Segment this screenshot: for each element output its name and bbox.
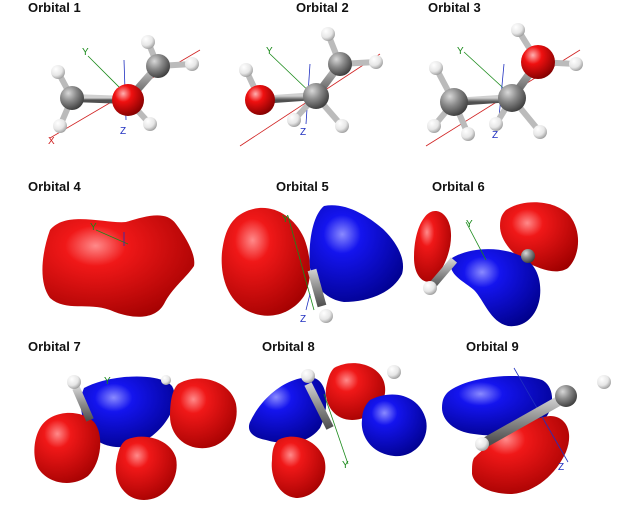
- panel-title-orbital-1: Orbital 1: [28, 0, 81, 15]
- carbon-atom: [328, 52, 352, 76]
- panel-title-orbital-6: Orbital 6: [432, 179, 485, 194]
- orbital-3-molecule: Y Z: [425, 23, 583, 147]
- hydrogen-atom: [53, 119, 67, 133]
- axis-z-label: Z: [300, 314, 306, 325]
- carbon-atom: [60, 86, 84, 110]
- hydrogen-atom: [239, 63, 253, 77]
- hydrogen-atom: [141, 35, 155, 49]
- axis-y-label: Y: [457, 46, 464, 57]
- oxygen-atom: [521, 45, 555, 79]
- axis-y-label: Y: [104, 376, 111, 387]
- hydrogen-atom: [321, 27, 335, 41]
- orbital-9-surface: Z: [442, 367, 611, 494]
- hydrogen-atom: [533, 125, 547, 139]
- panel-title-orbital-4: Orbital 4: [28, 179, 81, 194]
- panel-title-orbital-5: Orbital 5: [276, 179, 329, 194]
- hydrogen-atom: [161, 375, 171, 385]
- panel-title-orbital-9: Orbital 9: [466, 339, 519, 354]
- hydrogen-atom: [387, 365, 401, 379]
- positive-lobe: [221, 207, 310, 316]
- oxygen-atom: [112, 84, 144, 116]
- axis-x-label: X: [48, 136, 55, 147]
- axis-y-label: Y: [266, 46, 273, 57]
- panel-title-orbital-8: Orbital 8: [262, 339, 315, 354]
- hydrogen-atom: [185, 57, 199, 71]
- hydrogen-atom: [301, 369, 315, 383]
- axis-y-label: Y: [90, 222, 97, 233]
- hydrogen-atom: [423, 281, 437, 295]
- negative-lobe: [248, 377, 327, 444]
- positive-lobe: [414, 211, 452, 282]
- hydrogen-atom: [335, 119, 349, 133]
- axis-z-label: Z: [492, 130, 498, 141]
- axis-y-label: Y: [466, 219, 473, 230]
- orbital-8-surface: Y: [248, 363, 427, 498]
- orbital-6-surface: Y: [414, 202, 579, 327]
- hydrogen-atom: [369, 55, 383, 69]
- orbital-2-molecule: Y Z: [239, 27, 383, 147]
- hydrogen-atom: [461, 127, 475, 141]
- axis-y-label: Y: [282, 214, 289, 225]
- positive-lobe: [472, 416, 570, 494]
- hydrogen-atom: [427, 119, 441, 133]
- positive-lobe: [42, 215, 195, 317]
- axis-z-label: Z: [558, 462, 564, 473]
- panel-title-orbital-7: Orbital 7: [28, 339, 81, 354]
- panel-title-orbital-2: Orbital 2: [296, 0, 349, 15]
- carbon-atom: [521, 249, 535, 263]
- axis-y-label: Y: [82, 47, 89, 58]
- axis-y-label: Y: [342, 460, 349, 471]
- carbon-atom: [555, 385, 577, 407]
- positive-lobe: [271, 436, 326, 498]
- orbital-1-molecule: X Y Z: [48, 35, 201, 147]
- negative-lobe: [450, 249, 541, 327]
- hydrogen-atom: [287, 113, 301, 127]
- carbon-atom: [498, 84, 526, 112]
- carbon-atom: [146, 54, 170, 78]
- axis-z-label: Z: [300, 127, 306, 138]
- orbital-5-surface: Y Z: [221, 205, 404, 325]
- axis-z-label: Z: [120, 126, 126, 137]
- positive-lobe: [34, 412, 101, 483]
- negative-lobe: [361, 394, 427, 457]
- positive-lobe: [500, 202, 579, 272]
- orbital-4-surface: Y: [42, 215, 195, 317]
- hydrogen-atom: [319, 309, 333, 323]
- carbon-atom: [303, 83, 329, 109]
- oxygen-atom: [245, 85, 275, 115]
- positive-lobe: [170, 378, 237, 449]
- negative-lobe: [309, 205, 404, 302]
- panel-title-orbital-3: Orbital 3: [428, 0, 481, 15]
- hydrogen-atom: [67, 375, 81, 389]
- hydrogen-atom: [489, 117, 503, 131]
- hydrogen-atom: [51, 65, 65, 79]
- hydrogen-atom: [429, 61, 443, 75]
- carbon-atom: [440, 88, 468, 116]
- hydrogen-atom: [511, 23, 525, 37]
- orbital-7-surface: Y: [34, 375, 237, 500]
- hydrogen-atom: [597, 375, 611, 389]
- hydrogen-atom: [569, 57, 583, 71]
- positive-lobe: [115, 436, 177, 500]
- hydrogen-atom: [475, 437, 489, 451]
- hydrogen-atom: [143, 117, 157, 131]
- negative-lobe: [80, 376, 175, 448]
